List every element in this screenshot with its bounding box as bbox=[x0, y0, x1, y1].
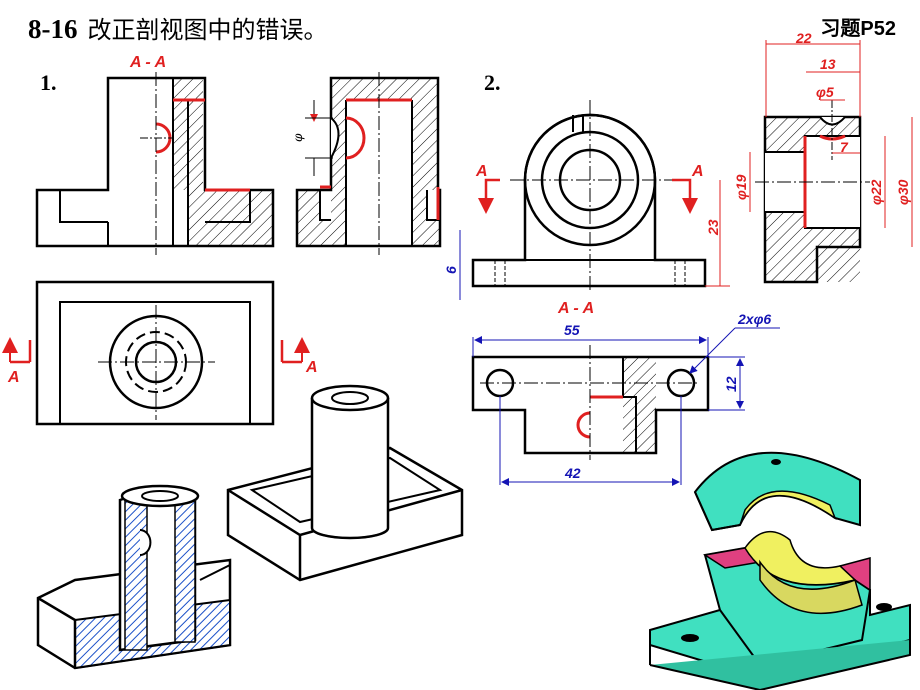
dim-phi22: φ22 bbox=[868, 179, 884, 205]
exercise-number: 8-16 bbox=[28, 14, 78, 44]
p1-phi-dim: φ bbox=[291, 133, 305, 142]
exercise-reference: 习题P52 bbox=[820, 18, 896, 40]
p2-section-title: A - A bbox=[557, 300, 594, 317]
exercise-title: 改正剖视图中的错误。 bbox=[87, 16, 328, 44]
p2-side-view bbox=[749, 40, 913, 284]
p1-isometric-cut bbox=[36, 484, 232, 670]
dim-phi30: φ30 bbox=[895, 179, 911, 205]
p1-isometric-base bbox=[226, 384, 464, 582]
dim-13: 13 bbox=[820, 56, 836, 72]
p1-section-title: A - A bbox=[129, 54, 166, 71]
dim-23: 23 bbox=[705, 219, 721, 236]
p1-section-mark-right: A bbox=[305, 359, 318, 376]
p2-section-mark-left: A bbox=[475, 163, 488, 180]
problem1-label: 1. bbox=[40, 70, 57, 95]
p1-front-view bbox=[35, 72, 275, 255]
dim-phi19: φ19 bbox=[733, 174, 749, 200]
page-title: 8-16 改正剖视图中的错误。 bbox=[28, 10, 328, 45]
dim-6: 6 bbox=[443, 266, 459, 274]
problem2-label: 2. bbox=[484, 70, 501, 95]
dim-22: 22 bbox=[795, 30, 812, 46]
p2-front-view bbox=[459, 100, 730, 300]
dim-12: 12 bbox=[723, 376, 739, 392]
p2-section-view bbox=[471, 327, 780, 486]
p1-top-view bbox=[2, 280, 310, 426]
p2-3d-model bbox=[649, 451, 911, 690]
p1-section-mark-left: A bbox=[7, 369, 20, 386]
p2-section-mark-right: A bbox=[691, 163, 704, 180]
dim-7: 7 bbox=[840, 139, 849, 155]
p1-side-view bbox=[295, 72, 442, 255]
dim-55: 55 bbox=[564, 322, 580, 338]
dim-holes: 2xφ6 bbox=[737, 311, 771, 327]
dim-42: 42 bbox=[564, 465, 581, 481]
dim-phi5: φ5 bbox=[816, 84, 834, 100]
